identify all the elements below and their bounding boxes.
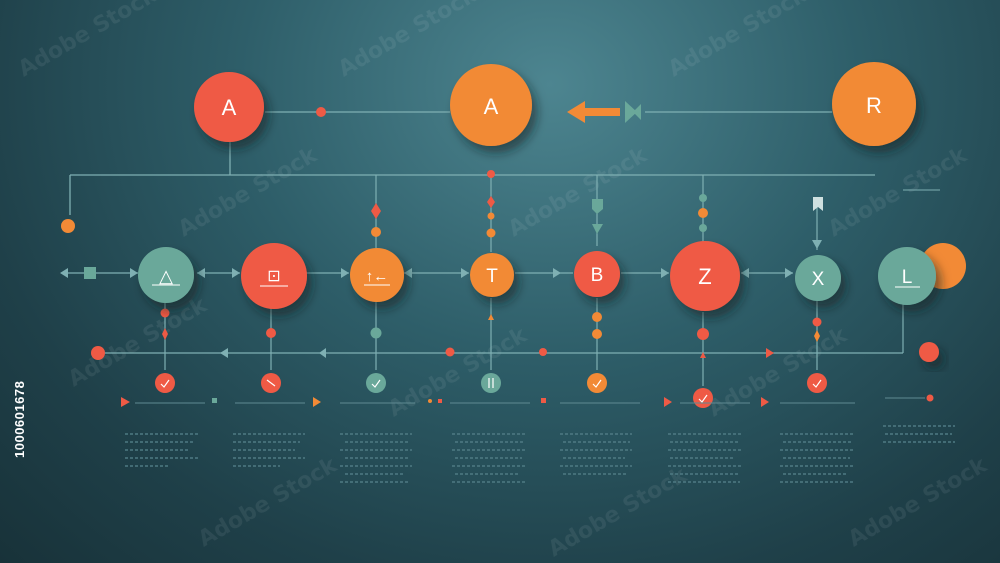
paragraph-blocks (125, 425, 955, 483)
mid-node-x: X (795, 255, 841, 301)
mid-node-l: L (878, 243, 966, 305)
top-node-a-left: A (194, 72, 264, 142)
bottom-badge-glyphs (160, 378, 822, 403)
svg-text:⊡: ⊡ (267, 268, 280, 285)
svg-text:△: △ (159, 266, 173, 286)
mid-node-box-icon: ⊡ (241, 243, 307, 309)
svg-text:Z: Z (698, 264, 711, 289)
stock-id-label: 1000601678 (12, 380, 27, 458)
svg-text:R: R (866, 93, 882, 118)
svg-text:↑←: ↑← (366, 268, 389, 285)
arrow-left-icon (567, 101, 641, 123)
caption-lines (135, 397, 925, 404)
lower-connectors (98, 298, 904, 386)
connector-dot (61, 219, 75, 233)
top-node-r: R (832, 62, 916, 146)
caption-markers (121, 394, 934, 407)
top-connectors (69, 111, 875, 215)
mid-node-z: Z (670, 241, 740, 311)
svg-text:A: A (222, 95, 237, 120)
svg-text:B: B (591, 265, 604, 286)
mid-node-t: T (470, 253, 514, 297)
svg-text:L: L (902, 267, 913, 288)
lower-markers (91, 308, 939, 362)
svg-text:A: A (484, 94, 499, 119)
bottom-badges (155, 373, 827, 408)
svg-text:X: X (812, 269, 825, 290)
svg-text:T: T (486, 266, 498, 287)
drop-markers (371, 170, 940, 249)
connector-dot (316, 107, 326, 117)
mid-node-chart-icon: ↑← (350, 248, 404, 302)
top-node-a-center: A (450, 64, 532, 146)
middle-arrowheads (60, 267, 793, 279)
mid-node-b: B (574, 251, 620, 297)
mid-node-triangle: △ (138, 247, 194, 303)
